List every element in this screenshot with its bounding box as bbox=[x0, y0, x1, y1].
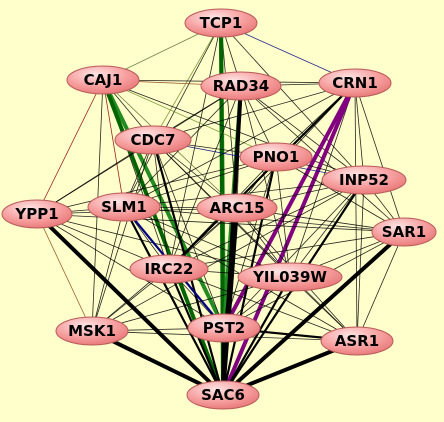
node-ypp1[interactable]: YPP1 bbox=[1, 199, 73, 229]
node-asr1[interactable]: ASR1 bbox=[320, 326, 394, 356]
edge-sar1-asr1 bbox=[356, 231, 405, 342]
edge-tcp1-cdc7 bbox=[152, 22, 222, 141]
node-ellipse bbox=[321, 165, 407, 195]
edge-tcp1-inp52 bbox=[220, 22, 365, 181]
edge-pno1-sar1 bbox=[275, 156, 405, 233]
node-label: PST2 bbox=[203, 319, 245, 337]
node-label: YIL039W bbox=[252, 268, 327, 286]
node-label: CRN1 bbox=[332, 74, 378, 92]
node-label: TCP1 bbox=[200, 14, 243, 32]
node-ellipse bbox=[239, 142, 313, 172]
edge-cdc7-irc22 bbox=[152, 139, 170, 270]
edge-slm1-msk1 bbox=[91, 206, 125, 332]
node-label: YPP1 bbox=[14, 205, 58, 223]
edge-ypp1-sac6 bbox=[35, 212, 225, 397]
node-tcp1[interactable]: TCP1 bbox=[184, 8, 258, 38]
node-label: CDC7 bbox=[131, 131, 176, 149]
edge-crn1-sac6 bbox=[221, 82, 357, 396]
node-crn1[interactable]: CRN1 bbox=[318, 68, 392, 98]
edge-tcp1-slm1 bbox=[123, 22, 222, 208]
edge-crn1-asr1 bbox=[354, 82, 358, 342]
node-ellipse bbox=[184, 8, 258, 38]
node-ellipse bbox=[87, 192, 161, 222]
node-label: IRC22 bbox=[144, 260, 193, 278]
node-label: ARC15 bbox=[209, 199, 264, 217]
node-ellipse bbox=[320, 326, 394, 356]
edge-inp52-irc22 bbox=[168, 179, 365, 270]
node-ellipse bbox=[55, 316, 129, 346]
node-ellipse bbox=[187, 313, 261, 343]
node-rad34[interactable]: RAD34 bbox=[200, 71, 282, 101]
edge-sar1-irc22 bbox=[168, 231, 405, 270]
node-label: SLM1 bbox=[101, 198, 147, 216]
node-sar1[interactable]: SAR1 bbox=[371, 217, 437, 247]
node-cdc7[interactable]: CDC7 bbox=[114, 125, 192, 155]
edge-pno1-ypp1 bbox=[36, 156, 277, 215]
node-inp52[interactable]: INP52 bbox=[321, 165, 407, 195]
edge-crn1-sar1 bbox=[354, 82, 405, 233]
node-ellipse bbox=[318, 68, 392, 98]
node-ellipse bbox=[66, 65, 140, 95]
node-yil039w[interactable]: YIL039W bbox=[237, 262, 343, 292]
edge-caj1-slm1 bbox=[102, 79, 125, 208]
node-ellipse bbox=[186, 380, 260, 410]
node-ellipse bbox=[114, 125, 192, 155]
node-sac6[interactable]: SAC6 bbox=[186, 380, 260, 410]
node-pst2[interactable]: PST2 bbox=[187, 313, 261, 343]
node-label: MSK1 bbox=[68, 322, 116, 340]
node-ellipse bbox=[237, 262, 343, 292]
node-ellipse bbox=[1, 199, 73, 229]
node-label: RAD34 bbox=[213, 77, 269, 95]
node-label: PNO1 bbox=[253, 148, 300, 166]
edge-slm1-sar1 bbox=[123, 206, 405, 233]
edge-crn1-cdc7 bbox=[152, 82, 356, 141]
node-ellipse bbox=[371, 217, 437, 247]
node-label: INP52 bbox=[339, 171, 389, 189]
node-msk1[interactable]: MSK1 bbox=[55, 316, 129, 346]
edge-crn1-irc22 bbox=[168, 82, 356, 270]
node-label: ASR1 bbox=[335, 332, 379, 350]
edge-caj1-ypp1 bbox=[36, 79, 104, 215]
node-ellipse bbox=[200, 71, 282, 101]
edge-ypp1-msk1 bbox=[36, 213, 93, 332]
edge-rad34-yil039w bbox=[240, 85, 291, 278]
node-ellipse bbox=[196, 193, 278, 223]
edge-slm1-sac6 bbox=[123, 206, 224, 396]
node-pno1[interactable]: PNO1 bbox=[239, 142, 313, 172]
node-caj1[interactable]: CAJ1 bbox=[66, 65, 140, 95]
edge-inp52-msk1 bbox=[91, 179, 365, 332]
edge-inp52-pst2 bbox=[223, 179, 365, 329]
node-label: SAC6 bbox=[201, 386, 245, 404]
edge-caj1-pst2 bbox=[101, 79, 226, 329]
node-ellipse bbox=[129, 254, 209, 284]
node-label: SAR1 bbox=[382, 223, 426, 241]
edge-rad34-inp52 bbox=[240, 85, 365, 181]
edge-crn1-inp52 bbox=[354, 82, 365, 181]
edge-inp52-asr1 bbox=[356, 179, 365, 342]
node-irc22[interactable]: IRC22 bbox=[129, 254, 209, 284]
edge-pno1-pst2 bbox=[223, 156, 277, 329]
edge-crn1-slm1 bbox=[123, 82, 356, 208]
node-label: CAJ1 bbox=[84, 71, 123, 89]
edge-sar1-sac6 bbox=[221, 230, 406, 397]
node-arc15[interactable]: ARC15 bbox=[196, 193, 278, 223]
edge-yil039w-sac6 bbox=[222, 276, 291, 396]
edge-crn1-pst2 bbox=[222, 82, 357, 329]
edge-irc22-asr1 bbox=[168, 268, 358, 342]
edge-ypp1-yil039w bbox=[36, 213, 291, 278]
node-slm1[interactable]: SLM1 bbox=[87, 192, 161, 222]
